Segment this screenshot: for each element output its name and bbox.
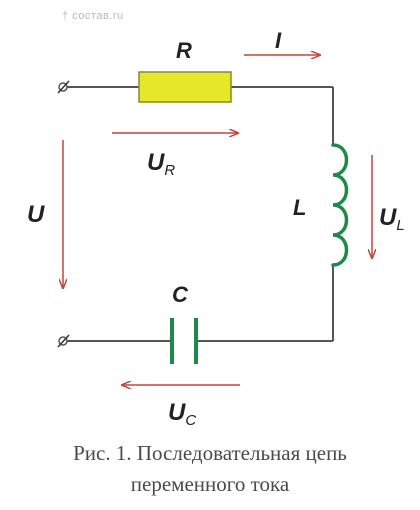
resistor bbox=[138, 71, 232, 103]
label-UR: UR bbox=[147, 149, 175, 179]
arrows bbox=[63, 55, 372, 385]
labels: R I UR U L UL C UC bbox=[27, 28, 405, 429]
label-U: U bbox=[27, 201, 45, 228]
watermark: † состав.ru bbox=[62, 10, 124, 22]
label-C: C bbox=[172, 282, 189, 307]
caption-line-2: переменного тока bbox=[130, 472, 290, 496]
figure-caption: Рис. 1. Последовательная цепь переменног… bbox=[0, 438, 420, 500]
terminals bbox=[57, 80, 70, 348]
terminal-bottom-tick bbox=[57, 334, 70, 348]
label-UL: UL bbox=[379, 204, 405, 234]
wires bbox=[63, 86, 334, 342]
inductor-coil bbox=[331, 143, 349, 267]
label-UR-main: U bbox=[147, 149, 165, 176]
label-UC-sub: C bbox=[185, 412, 196, 429]
label-UR-sub: R bbox=[164, 162, 175, 179]
label-UL-sub: L bbox=[396, 217, 404, 234]
label-R: R bbox=[176, 38, 192, 63]
caption-line-1: Рис. 1. Последовательная цепь bbox=[73, 441, 347, 465]
label-UC-main: U bbox=[168, 399, 186, 426]
label-L: L bbox=[293, 195, 306, 220]
label-UL-main: U bbox=[379, 204, 397, 231]
label-UC: UC bbox=[168, 399, 196, 429]
label-I: I bbox=[275, 28, 282, 53]
capacitor bbox=[170, 318, 198, 364]
terminal-top-tick bbox=[57, 80, 70, 94]
